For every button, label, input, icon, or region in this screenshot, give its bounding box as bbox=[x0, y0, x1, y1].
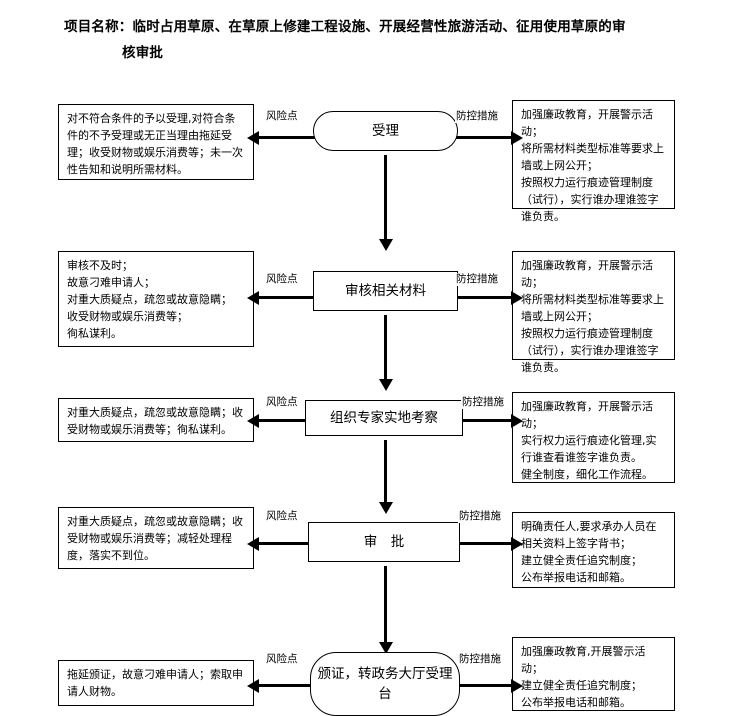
edge-label-control-expert-field-survey: 防控措施 bbox=[461, 396, 505, 409]
arrow-approval-to-risk bbox=[247, 536, 311, 551]
node-review-materials[interactable]: 审核相关材料 bbox=[313, 271, 458, 311]
control-box-accept: 加强廉政教育，开展警示活动； 将所需材料类型标准等要求上墙或上网公开； 按照权力… bbox=[512, 100, 675, 223]
edge-label-risk-approval: 风险点 bbox=[265, 510, 299, 523]
control-box-expert-field-survey: 加强廉政教育，开展警示活动； 实行权力运行痕迹化管理,实行谁查看谁签字谁负责。 … bbox=[512, 392, 675, 483]
arrow-accept-to-risk bbox=[247, 130, 335, 145]
node-accept[interactable]: 受理 bbox=[313, 111, 458, 151]
arrow-expert-field-survey-to-control bbox=[461, 413, 523, 428]
edge-label-risk-issue-certificate: 风险点 bbox=[265, 653, 299, 666]
node-expert-field-survey[interactable]: 组织专家实地考察 bbox=[305, 400, 463, 436]
edge-label-risk-accept: 风险点 bbox=[265, 110, 299, 123]
arrow-review-materials-to-expert-field-survey bbox=[378, 315, 393, 391]
node-issue-certificate[interactable]: 颁证，转政务大厅受理台 bbox=[310, 652, 460, 716]
arrow-issue-certificate-to-risk bbox=[247, 678, 316, 693]
arrow-accept-to-control bbox=[450, 130, 523, 145]
node-review-materials-label: 审核相关材料 bbox=[345, 283, 426, 299]
risk-box-approval: 对重大质疑点，疏忽或故意隐瞒；收受财物或娱乐消费等；减轻处理程度，落实不到位。 bbox=[58, 507, 254, 569]
edge-label-control-approval: 防控措施 bbox=[458, 510, 502, 523]
edge-label-risk-expert-field-survey: 风险点 bbox=[265, 396, 299, 409]
arrow-expert-field-survey-to-risk bbox=[247, 413, 308, 428]
risk-box-accept: 对不符合条件的予以受理,对符合条件的不予受理或无正当理由拖延受理；收受财物或娱乐… bbox=[58, 104, 254, 180]
page-title-line-2: 核审批 bbox=[122, 45, 164, 61]
edge-label-control-issue-certificate: 防控措施 bbox=[458, 653, 502, 666]
arrow-accept-to-review-materials bbox=[378, 155, 393, 251]
node-issue-certificate-label: 颁证，转政务大厅受理台 bbox=[317, 666, 453, 702]
control-box-review-materials: 加强廉政教育，开展警示活动； 将所需材料类型标准等要求上墙或上网公开； 按照权力… bbox=[512, 251, 675, 374]
edge-label-risk-review-materials: 风险点 bbox=[265, 273, 299, 286]
arrow-approval-to-issue-certificate bbox=[378, 566, 393, 654]
page-title: 项目名称：临时占用草原、在草原上修建工程设施、开展经营性旅游活动、征用使用草原的… bbox=[64, 14, 664, 66]
arrow-issue-certificate-to-control bbox=[458, 678, 523, 693]
arrow-review-materials-to-control bbox=[455, 290, 523, 305]
node-expert-field-survey-label: 组织专家实地考察 bbox=[330, 410, 438, 426]
page-title-line-1: 项目名称：临时占用草原、在草原上修建工程设施、开展经营性旅游活动、征用使用草原的… bbox=[64, 19, 626, 35]
edge-label-control-review-materials: 防控措施 bbox=[455, 273, 499, 286]
control-box-issue-certificate: 加强廉政教育,开展警示活动； 建立健全责任追究制度； 公布举报电话和邮箱。 bbox=[512, 637, 675, 711]
node-approval[interactable]: 审 批 bbox=[308, 522, 460, 562]
risk-box-review-materials: 审核不及时； 故意刁难申请人； 对重大质疑点，疏忽或故意隐瞒； 收受财物或娱乐消… bbox=[58, 251, 254, 347]
control-box-approval: 明确责任人,要求承办人员在相关资料上签字背书； 建立健全责任追究制度； 公布举报… bbox=[512, 512, 675, 588]
risk-box-expert-field-survey: 对重大质疑点，疏忽或故意隐瞒；收受财物或娱乐消费等；徇私谋利。 bbox=[58, 398, 254, 442]
arrow-review-materials-to-risk bbox=[247, 290, 328, 305]
arrow-expert-field-survey-to-approval bbox=[378, 440, 393, 514]
arrow-approval-to-control bbox=[458, 536, 523, 551]
node-accept-label: 受理 bbox=[372, 123, 399, 139]
edge-label-control-accept: 防控措施 bbox=[455, 110, 499, 123]
node-approval-label: 审 批 bbox=[363, 534, 405, 550]
risk-box-issue-certificate: 拖延颁证，故意刁难申请人；索取申请人财物。 bbox=[58, 660, 254, 706]
